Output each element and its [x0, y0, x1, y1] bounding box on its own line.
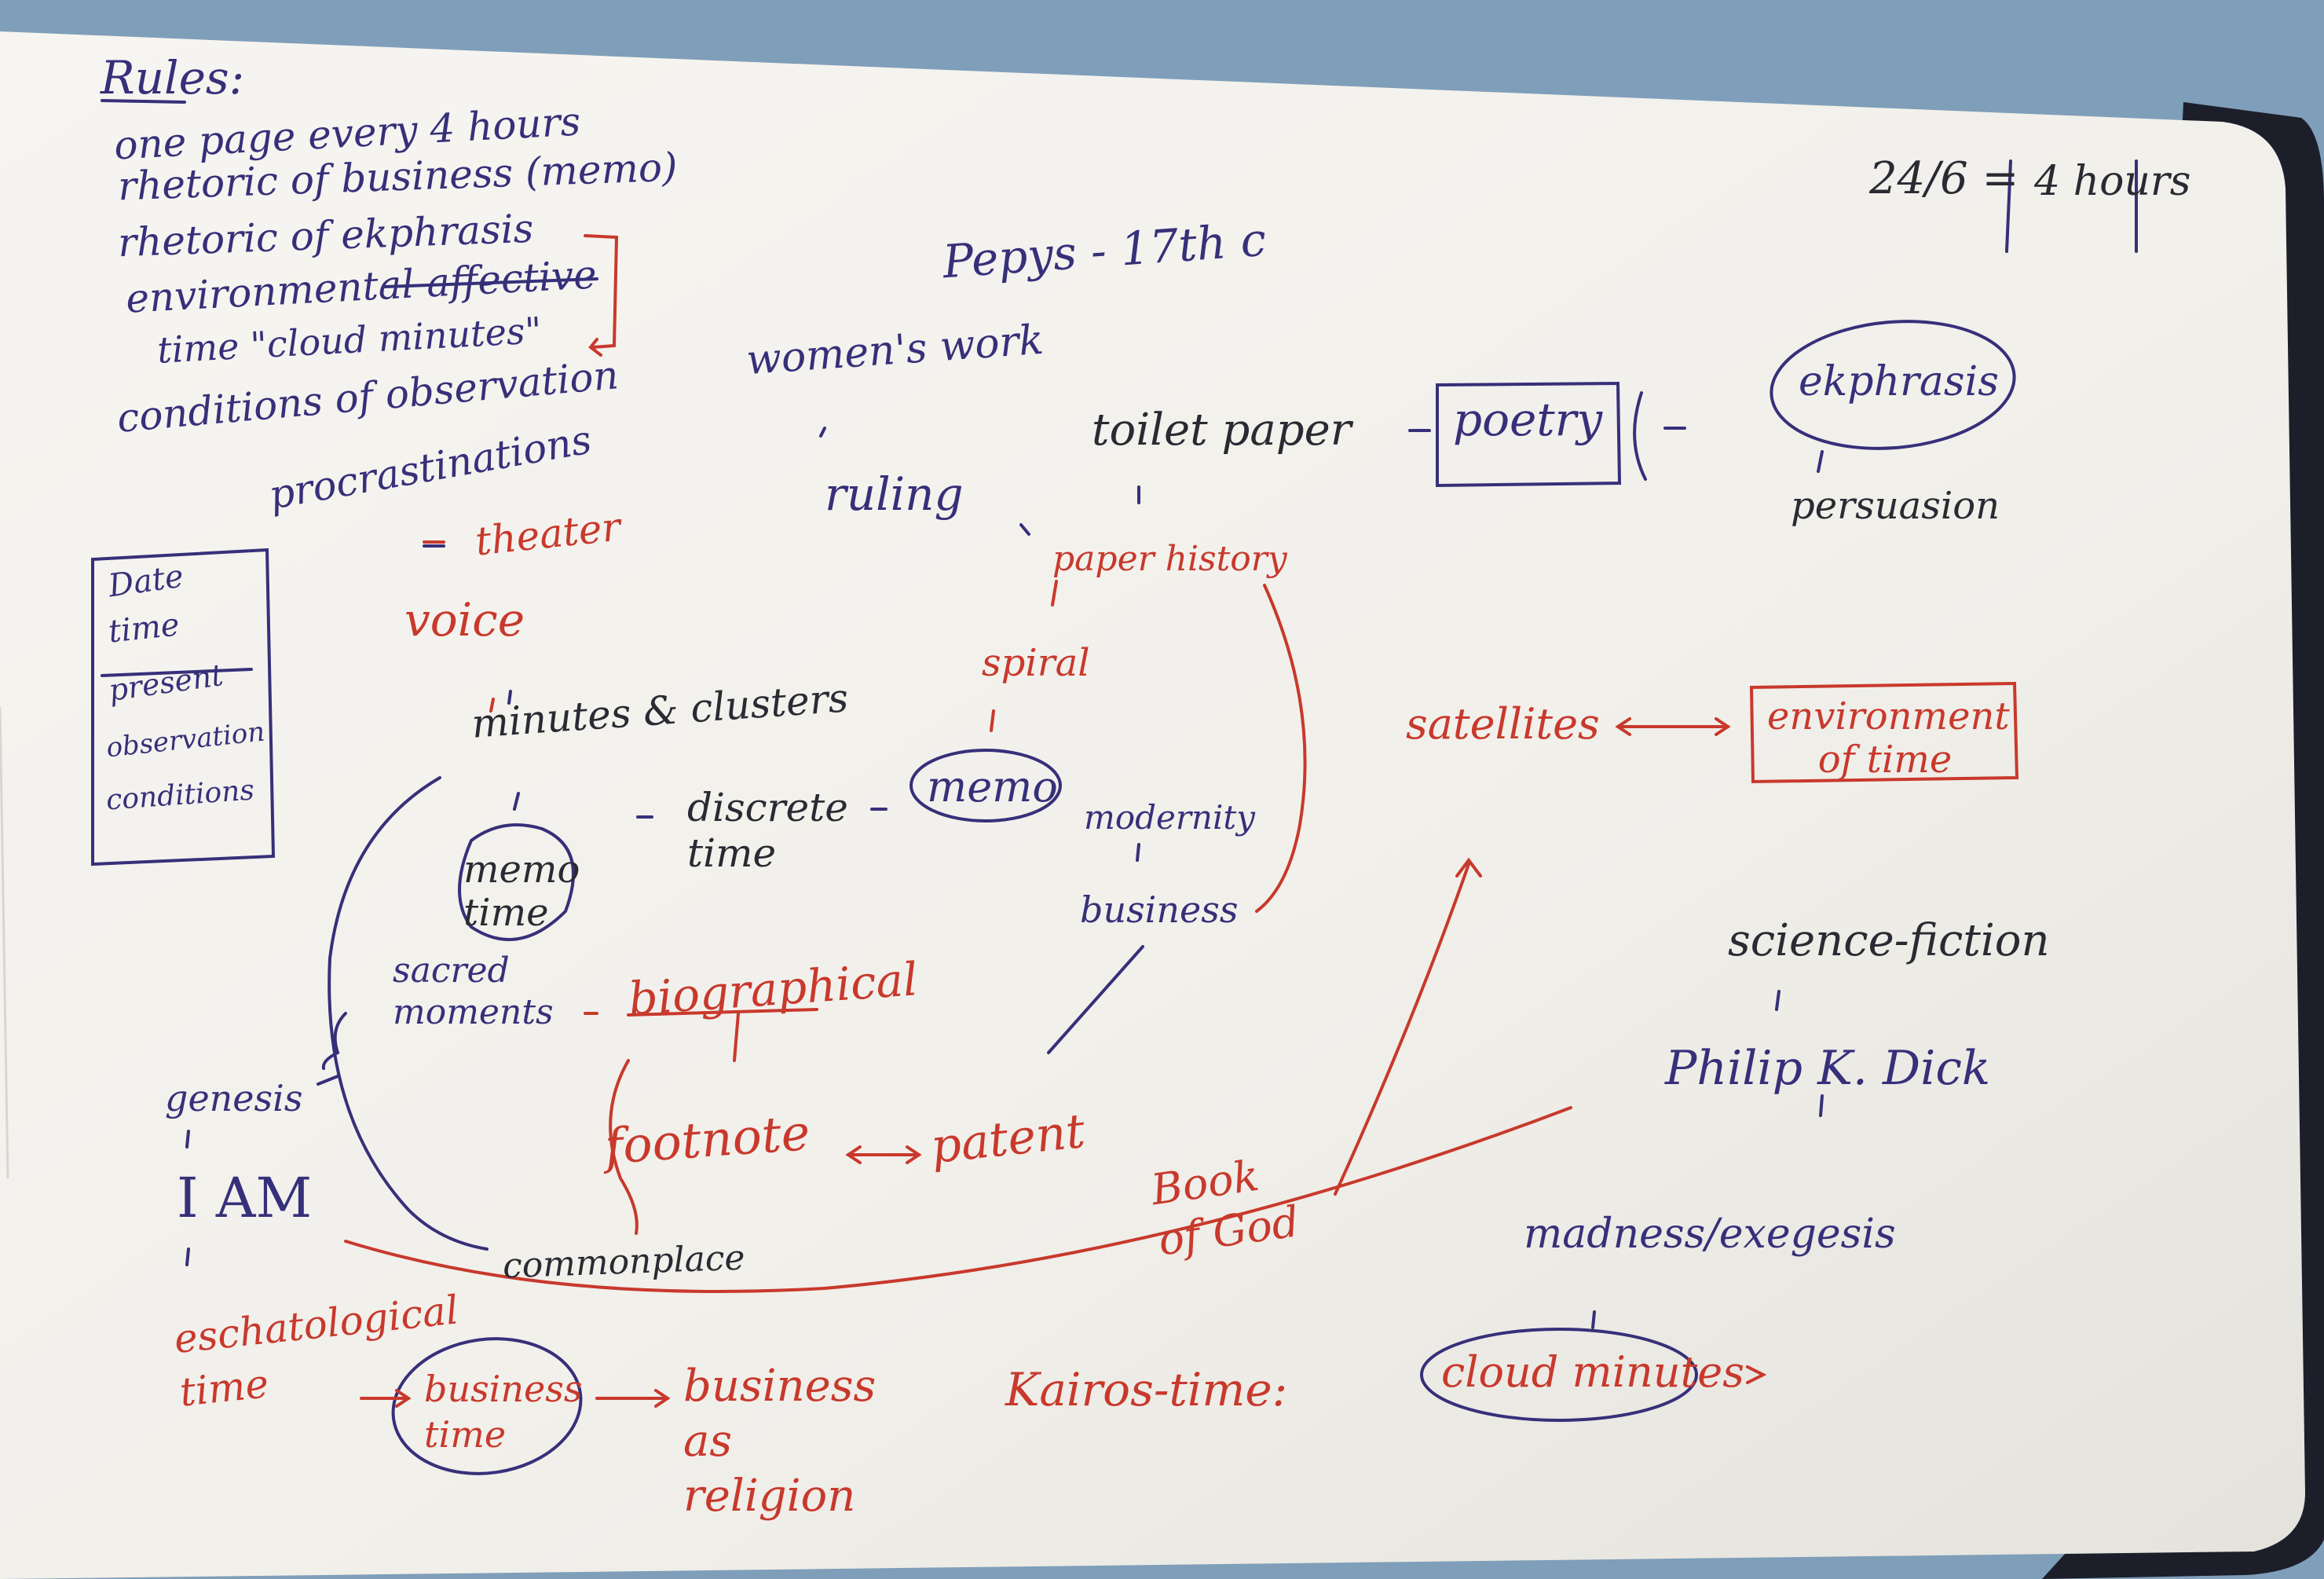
note-memo-time: memo time	[463, 848, 580, 936]
red-ink-lines	[344, 234, 2019, 1408]
note-business-time: business time	[424, 1368, 583, 1456]
note-voice: voice	[404, 593, 525, 647]
note-pepys: Pepys - 17th c	[941, 212, 1268, 289]
blue-ink-lines	[91, 99, 2138, 1475]
notebook-page	[0, 31, 2305, 1579]
box-line: observation	[104, 716, 266, 764]
note-book-of-god: Book of God	[1147, 1150, 1302, 1266]
note-business: business	[1080, 888, 1239, 931]
note-toilet-paper: toilet paper	[1092, 405, 1352, 456]
box-line: conditions	[104, 774, 256, 817]
note-sacred-moments: sacred moments	[393, 951, 554, 1032]
note-i-am: I AM	[177, 1166, 313, 1230]
note-paper-history: paper history	[1052, 539, 1287, 579]
four-hours-note: 4 hours	[2034, 158, 2191, 205]
note-spiral: spiral	[982, 641, 1090, 685]
note-biographical: biographical	[627, 952, 920, 1026]
note-modernity: modernity	[1084, 798, 1256, 837]
note-satellites: satellites	[1406, 699, 1600, 749]
fraction-note: 24/6 =	[1869, 153, 2019, 204]
note-poetry: poetry	[1453, 393, 1603, 446]
note-philip-k-dick: Philip K. Dick	[1665, 1041, 1991, 1096]
rule-item: time "cloud minutes"	[156, 309, 543, 372]
note-commonplace: commonplace	[502, 1237, 746, 1287]
note-minutes-clusters: minutes & clusters	[470, 675, 850, 747]
note-madness-exegesis: madness/exegesis	[1524, 1211, 1896, 1258]
box-line: present	[106, 658, 226, 708]
note-memo: memo	[927, 762, 1058, 811]
note-ekphrasis: ekphrasis	[1799, 358, 1999, 405]
note-patent: patent	[928, 1103, 1088, 1175]
box-line: Date	[106, 558, 186, 605]
rules-title: Rules:	[101, 51, 245, 104]
rule-item: rhetoric of ekphrasis	[117, 205, 535, 266]
note-womens-work: women's work	[745, 316, 1045, 385]
page-fold	[0, 706, 9, 1179]
note-kairos-time: Kairos-time:	[1005, 1363, 1288, 1416]
note-genesis: genesis	[165, 1077, 303, 1119]
note-cloud-minutes: cloud minutes	[1441, 1347, 1744, 1397]
note-environment-of-time: environment of time	[1767, 694, 2010, 782]
note-persuasion: persuasion	[1791, 484, 2000, 528]
note-science-fiction: science-fiction	[1728, 915, 2050, 966]
note-procrastinations: procrastinations	[265, 416, 595, 518]
note-business-as-religion: business as religion	[683, 1361, 877, 1522]
note-discrete-time: discrete time	[687, 785, 848, 876]
note-eschatological-time: eschatological time	[171, 1287, 461, 1416]
box-line: time	[106, 606, 181, 650]
note-ruling: ruling	[825, 467, 964, 521]
note-footnote: footnote	[602, 1103, 812, 1176]
note-theater: theater	[473, 504, 623, 565]
